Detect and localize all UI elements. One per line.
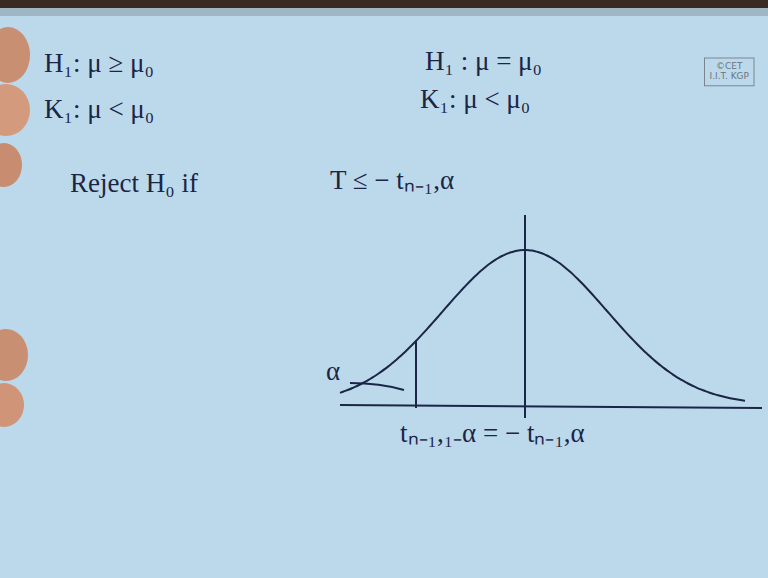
rule-text: Reject H₀ if	[70, 168, 198, 199]
top-edge	[0, 8, 768, 16]
quantile-formula: tₙ₋₁,₁₋α = − tₙ₋₁,α	[400, 418, 585, 449]
finger	[0, 27, 30, 83]
logo-text: ©CET	[716, 62, 742, 72]
t-density-curve	[340, 250, 745, 401]
hypothesis-text: K₁: μ < μ₀	[420, 84, 530, 115]
finger	[0, 383, 24, 427]
top-strip	[0, 0, 768, 8]
critical-line	[415, 340, 417, 408]
rule-formula: T ≤ − tₙ₋₁,α	[330, 165, 454, 196]
logo-frame	[705, 58, 755, 86]
finger	[0, 143, 22, 187]
finger	[0, 84, 30, 136]
tail-leader	[350, 383, 404, 390]
hypothesis-text: H₁: μ ≥ μ₀	[44, 48, 154, 79]
hypothesis-text: H₁ : μ = μ₀	[425, 46, 542, 77]
hypothesis-text: K₁: μ < μ₀	[44, 94, 154, 125]
center-line	[524, 215, 526, 418]
alpha-label: α	[326, 356, 340, 387]
logo-text: I.I.T. KGP	[710, 72, 750, 82]
finger	[0, 329, 28, 381]
x-axis	[340, 405, 762, 408]
